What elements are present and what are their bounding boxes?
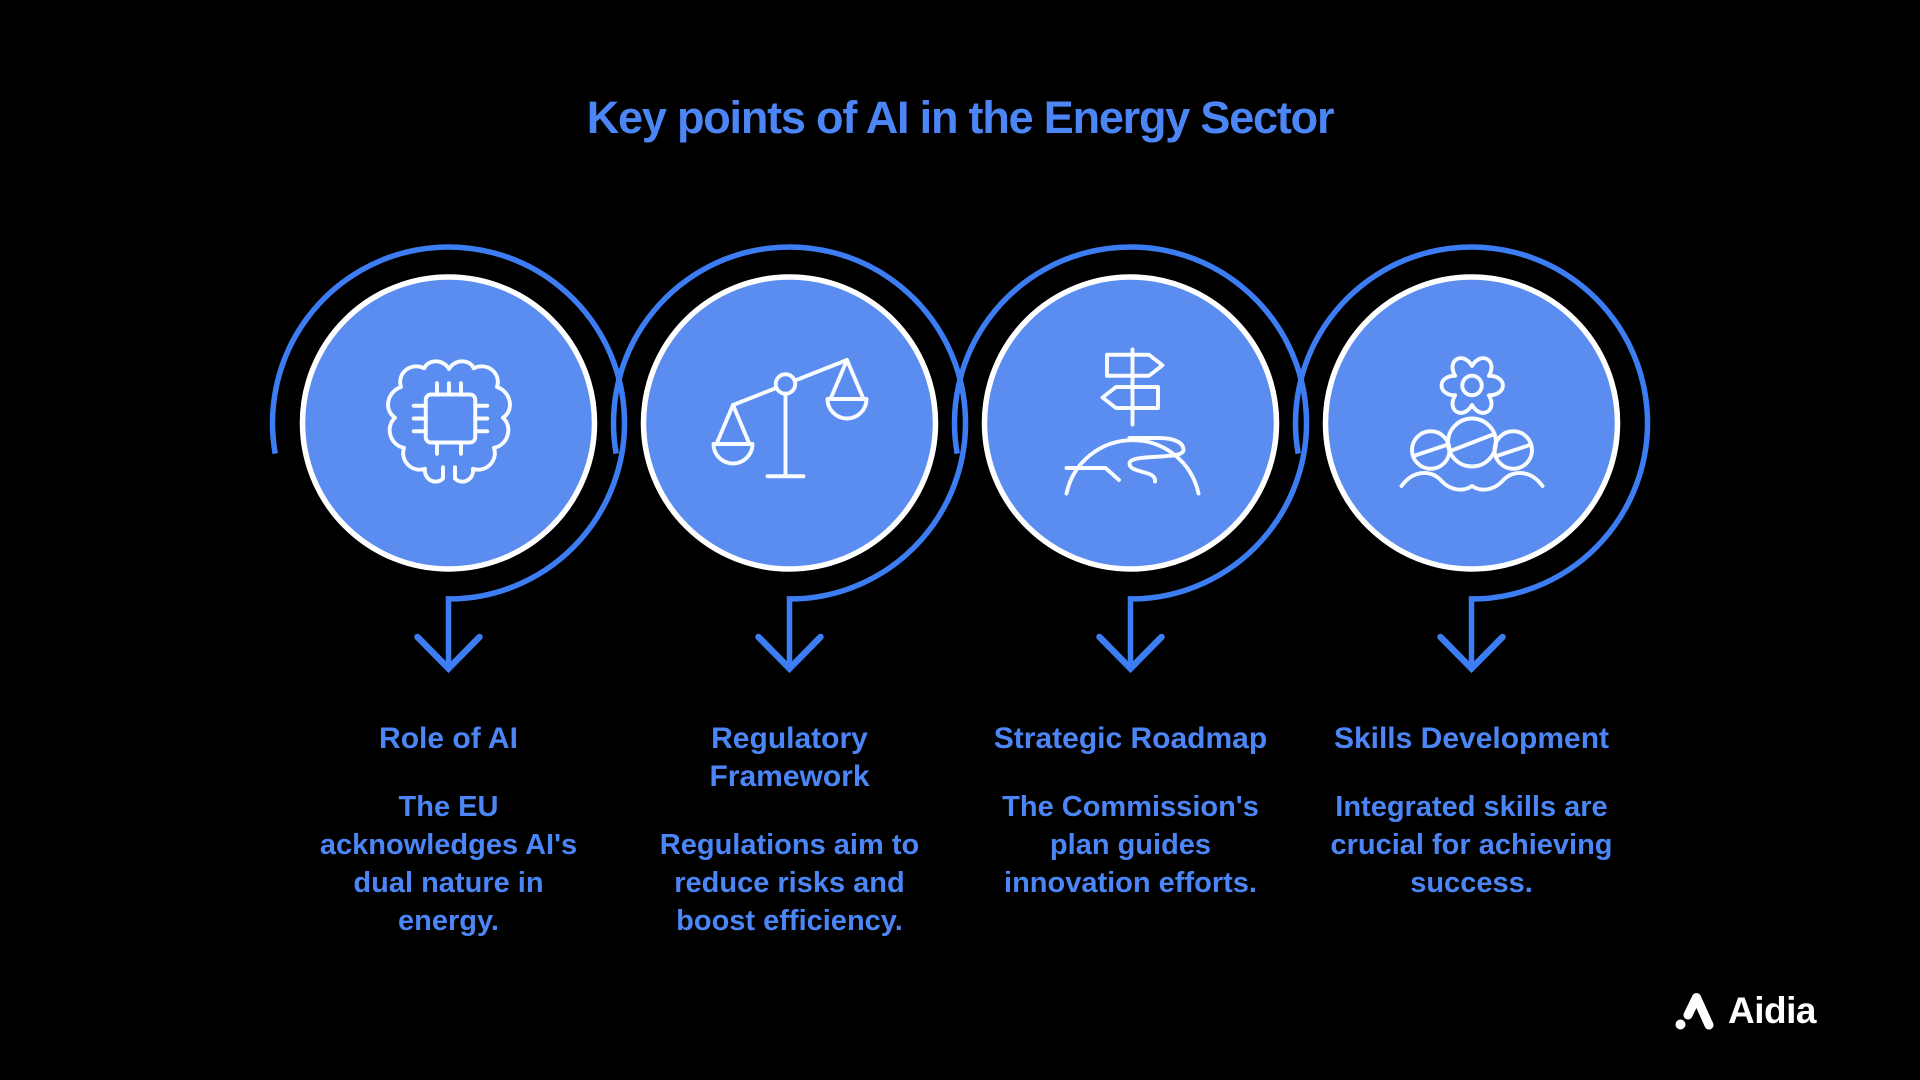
item-description: Regulations aim to reduce risks and boos… [659,829,920,937]
key-points-row: Role of AI The EU acknowledges AI's dual… [269,240,1651,940]
item-description: The Commission's plan guides innovation … [1002,791,1259,899]
item-description: Integrated skills are crucial for achiev… [1330,791,1613,899]
balance-scale-icon [711,358,868,479]
item-description: The EU acknowledges AI's dual nature in … [319,791,578,937]
item-circle [640,274,939,572]
down-arrow-icon [1437,633,1506,674]
ai-brain-chip-icon [385,359,512,484]
decorative-arc [610,244,969,666]
item-heading: Regulatory Framework [709,722,870,793]
signpost-roadmap-icon [1064,347,1200,496]
page-title: Key points of AI in the Energy Sector [586,92,1335,143]
item-heading: Strategic Roadmap [993,722,1268,755]
aidia-logo-icon [1675,993,1714,1030]
circle-arc-arrow-graphic [610,244,969,674]
down-arrow-icon [1096,633,1165,674]
item-circle [1322,274,1621,572]
down-arrow-icon [414,633,483,674]
key-point-regulatory-framework: Regulatory Framework Regulations aim to … [610,240,969,940]
decorative-arc [951,244,1310,666]
brand-logo: Aidia [1674,990,1816,1032]
key-point-strategic-roadmap: Strategic Roadmap The Commission's plan … [951,240,1310,940]
circle-arc-arrow-graphic [269,244,628,674]
item-circle [299,274,598,572]
item-heading: Skills Development [1333,722,1610,755]
down-arrow-icon [755,633,824,674]
key-point-role-of-ai: Role of AI The EU acknowledges AI's dual… [269,240,628,940]
key-point-skills-development: Skills Development Integrated skills are… [1292,240,1651,940]
circle-arc-arrow-graphic [1292,244,1651,674]
item-heading: Role of AI [379,722,518,755]
decorative-arc [269,244,628,666]
brand-name: Aidia [1728,990,1816,1031]
decorative-arc [1292,244,1651,666]
gear-team-icon [1399,356,1544,492]
